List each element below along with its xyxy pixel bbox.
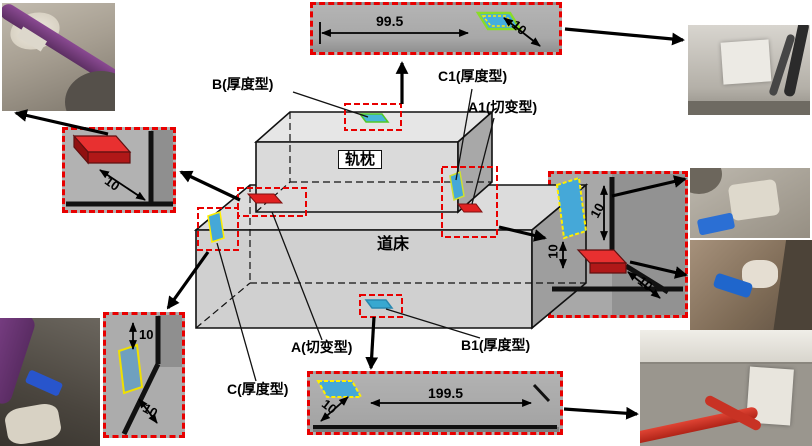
- sensor-a1-mark: [457, 203, 483, 213]
- shadow-spot: [690, 168, 722, 194]
- ballast-box: [193, 183, 589, 330]
- blue-connector: [696, 212, 736, 236]
- dim-top-length: 99.5: [376, 13, 404, 29]
- slab-top: [640, 330, 812, 364]
- label-sleeper: 轨枕: [338, 150, 383, 170]
- label-sensor-b1: B1(厚度型): [461, 337, 531, 353]
- dim-right-offset-mid: 10: [545, 244, 561, 259]
- ballast-hidden-edges: [195, 185, 586, 329]
- label-sensor-a: A(切变型): [291, 339, 353, 355]
- photo-top-right: [688, 25, 810, 115]
- callout-right-sensors-a1-c1: [548, 171, 688, 318]
- label-sensor-c1: C1(厚度型): [438, 68, 508, 84]
- photo-bottom-left: [0, 318, 100, 446]
- label-ballast: 道床: [377, 236, 410, 253]
- sensor-b1-mark: [364, 299, 394, 309]
- sensor-a-mark: [246, 193, 284, 204]
- label-sensor-b: B(厚度型): [212, 76, 274, 92]
- sensor-c1-mark: [449, 170, 465, 202]
- sensor-marker-boxes: [197, 103, 498, 318]
- photo-top-left: [2, 3, 115, 111]
- ground-strip: [688, 101, 810, 115]
- photo-bottom-right: [640, 330, 812, 446]
- purple-cable: [0, 318, 38, 407]
- label-sensor-c: C(厚度型): [227, 381, 289, 397]
- leader-lines: [216, 88, 495, 382]
- sensor-b-mark: [358, 113, 390, 123]
- sensor-c-mark: [207, 211, 225, 243]
- blue-connector: [24, 369, 64, 397]
- resin-patch: [727, 178, 781, 222]
- label-sensor-a1: A1(切变型): [468, 99, 538, 115]
- dim-bottom-length: 199.5: [428, 385, 464, 401]
- photo-right-upper: [690, 168, 810, 238]
- callout-bottom-sensor-b1: [307, 371, 563, 435]
- white-fixture: [3, 401, 63, 446]
- photo-right-lower: [690, 240, 812, 330]
- dim-corner-offset-top: 10: [139, 327, 154, 342]
- callout-left-sensor-a: [62, 127, 176, 213]
- dark-edge: [772, 240, 812, 330]
- shadow-corner: [65, 71, 115, 111]
- diagram-sensors: [207, 113, 483, 309]
- white-sensor-patch: [720, 39, 772, 85]
